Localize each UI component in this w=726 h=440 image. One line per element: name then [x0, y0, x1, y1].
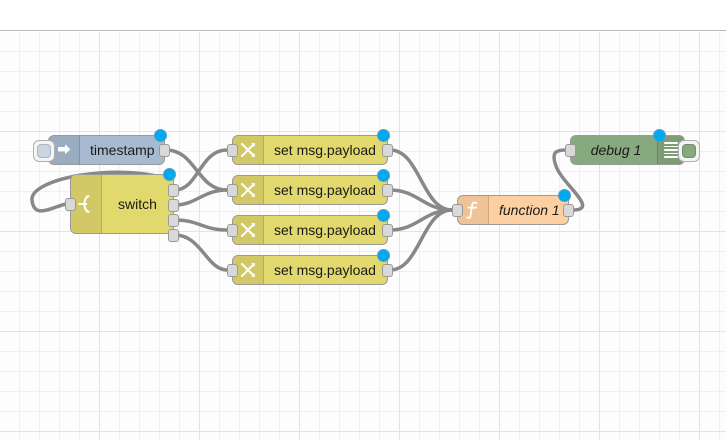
wire-switch-3-to-change-4: [173, 233, 229, 272]
output-port-2[interactable]: [168, 214, 179, 227]
changed-indicator: [163, 168, 176, 181]
changed-indicator: [377, 209, 390, 222]
wire-switch-2-to-change-3: [173, 218, 229, 232]
node-inject-timestamp[interactable]: timestamp: [33, 129, 170, 165]
swap-arrows-icon: [233, 256, 264, 284]
node-label: function 1: [499, 202, 560, 218]
node-change-2[interactable]: set msg.payload: [227, 169, 393, 205]
swap-arrows-icon: [233, 176, 264, 204]
switch-icon: [71, 175, 102, 233]
changed-indicator: [377, 249, 390, 262]
wire-change-1-to-function: [388, 148, 454, 212]
changed-indicator: [377, 169, 390, 182]
node-label: timestamp: [90, 142, 155, 158]
debug-toggle-knob: [682, 144, 696, 158]
input-port[interactable]: [227, 264, 238, 277]
output-port[interactable]: [382, 264, 393, 277]
node-label: set msg.payload: [274, 182, 376, 198]
input-port[interactable]: [227, 144, 238, 157]
input-port[interactable]: [452, 204, 463, 217]
changed-indicator: [558, 189, 571, 202]
output-port-0[interactable]: [168, 184, 179, 197]
flow-canvas[interactable]: timestamp switch: [0, 32, 726, 440]
input-port[interactable]: [227, 224, 238, 237]
output-port[interactable]: [382, 144, 393, 157]
editor-header-strip: [0, 0, 726, 31]
node-label: set msg.payload: [274, 222, 376, 238]
function-f-icon: [458, 196, 489, 224]
node-label: debug 1: [590, 142, 642, 158]
input-port[interactable]: [65, 198, 76, 211]
node-label: set msg.payload: [274, 262, 376, 278]
swap-arrows-icon: [233, 216, 264, 244]
node-debug-1[interactable]: debug 1: [565, 129, 700, 165]
output-port-3[interactable]: [168, 229, 179, 242]
node-label: set msg.payload: [274, 142, 376, 158]
node-change-4[interactable]: set msg.payload: [227, 249, 393, 285]
wire-change-4-to-function: [388, 208, 454, 272]
wire-change-2-to-function: [388, 188, 454, 212]
changed-indicator: [154, 129, 167, 142]
input-port[interactable]: [565, 144, 576, 157]
swap-arrows-icon: [233, 136, 264, 164]
node-switch[interactable]: switch: [65, 168, 179, 242]
output-port[interactable]: [563, 204, 574, 217]
debug-toggle-button[interactable]: [678, 140, 700, 162]
wire-change-3-to-function: [388, 208, 454, 232]
input-port[interactable]: [227, 184, 238, 197]
inject-trigger-knob: [37, 144, 51, 158]
node-change-1[interactable]: set msg.payload: [227, 129, 393, 165]
inject-trigger-button[interactable]: [33, 140, 55, 162]
output-port-1[interactable]: [168, 199, 179, 212]
wire-switch-1-to-change-2: [173, 188, 229, 207]
changed-indicator: [653, 129, 666, 142]
output-port[interactable]: [159, 144, 170, 157]
changed-indicator: [377, 129, 390, 142]
node-function-1[interactable]: function 1: [452, 189, 574, 225]
wire-switch-0-to-change-1: [173, 148, 229, 192]
node-label: switch: [118, 196, 157, 212]
output-port[interactable]: [382, 224, 393, 237]
output-port[interactable]: [382, 184, 393, 197]
node-change-3[interactable]: set msg.payload: [227, 209, 393, 245]
